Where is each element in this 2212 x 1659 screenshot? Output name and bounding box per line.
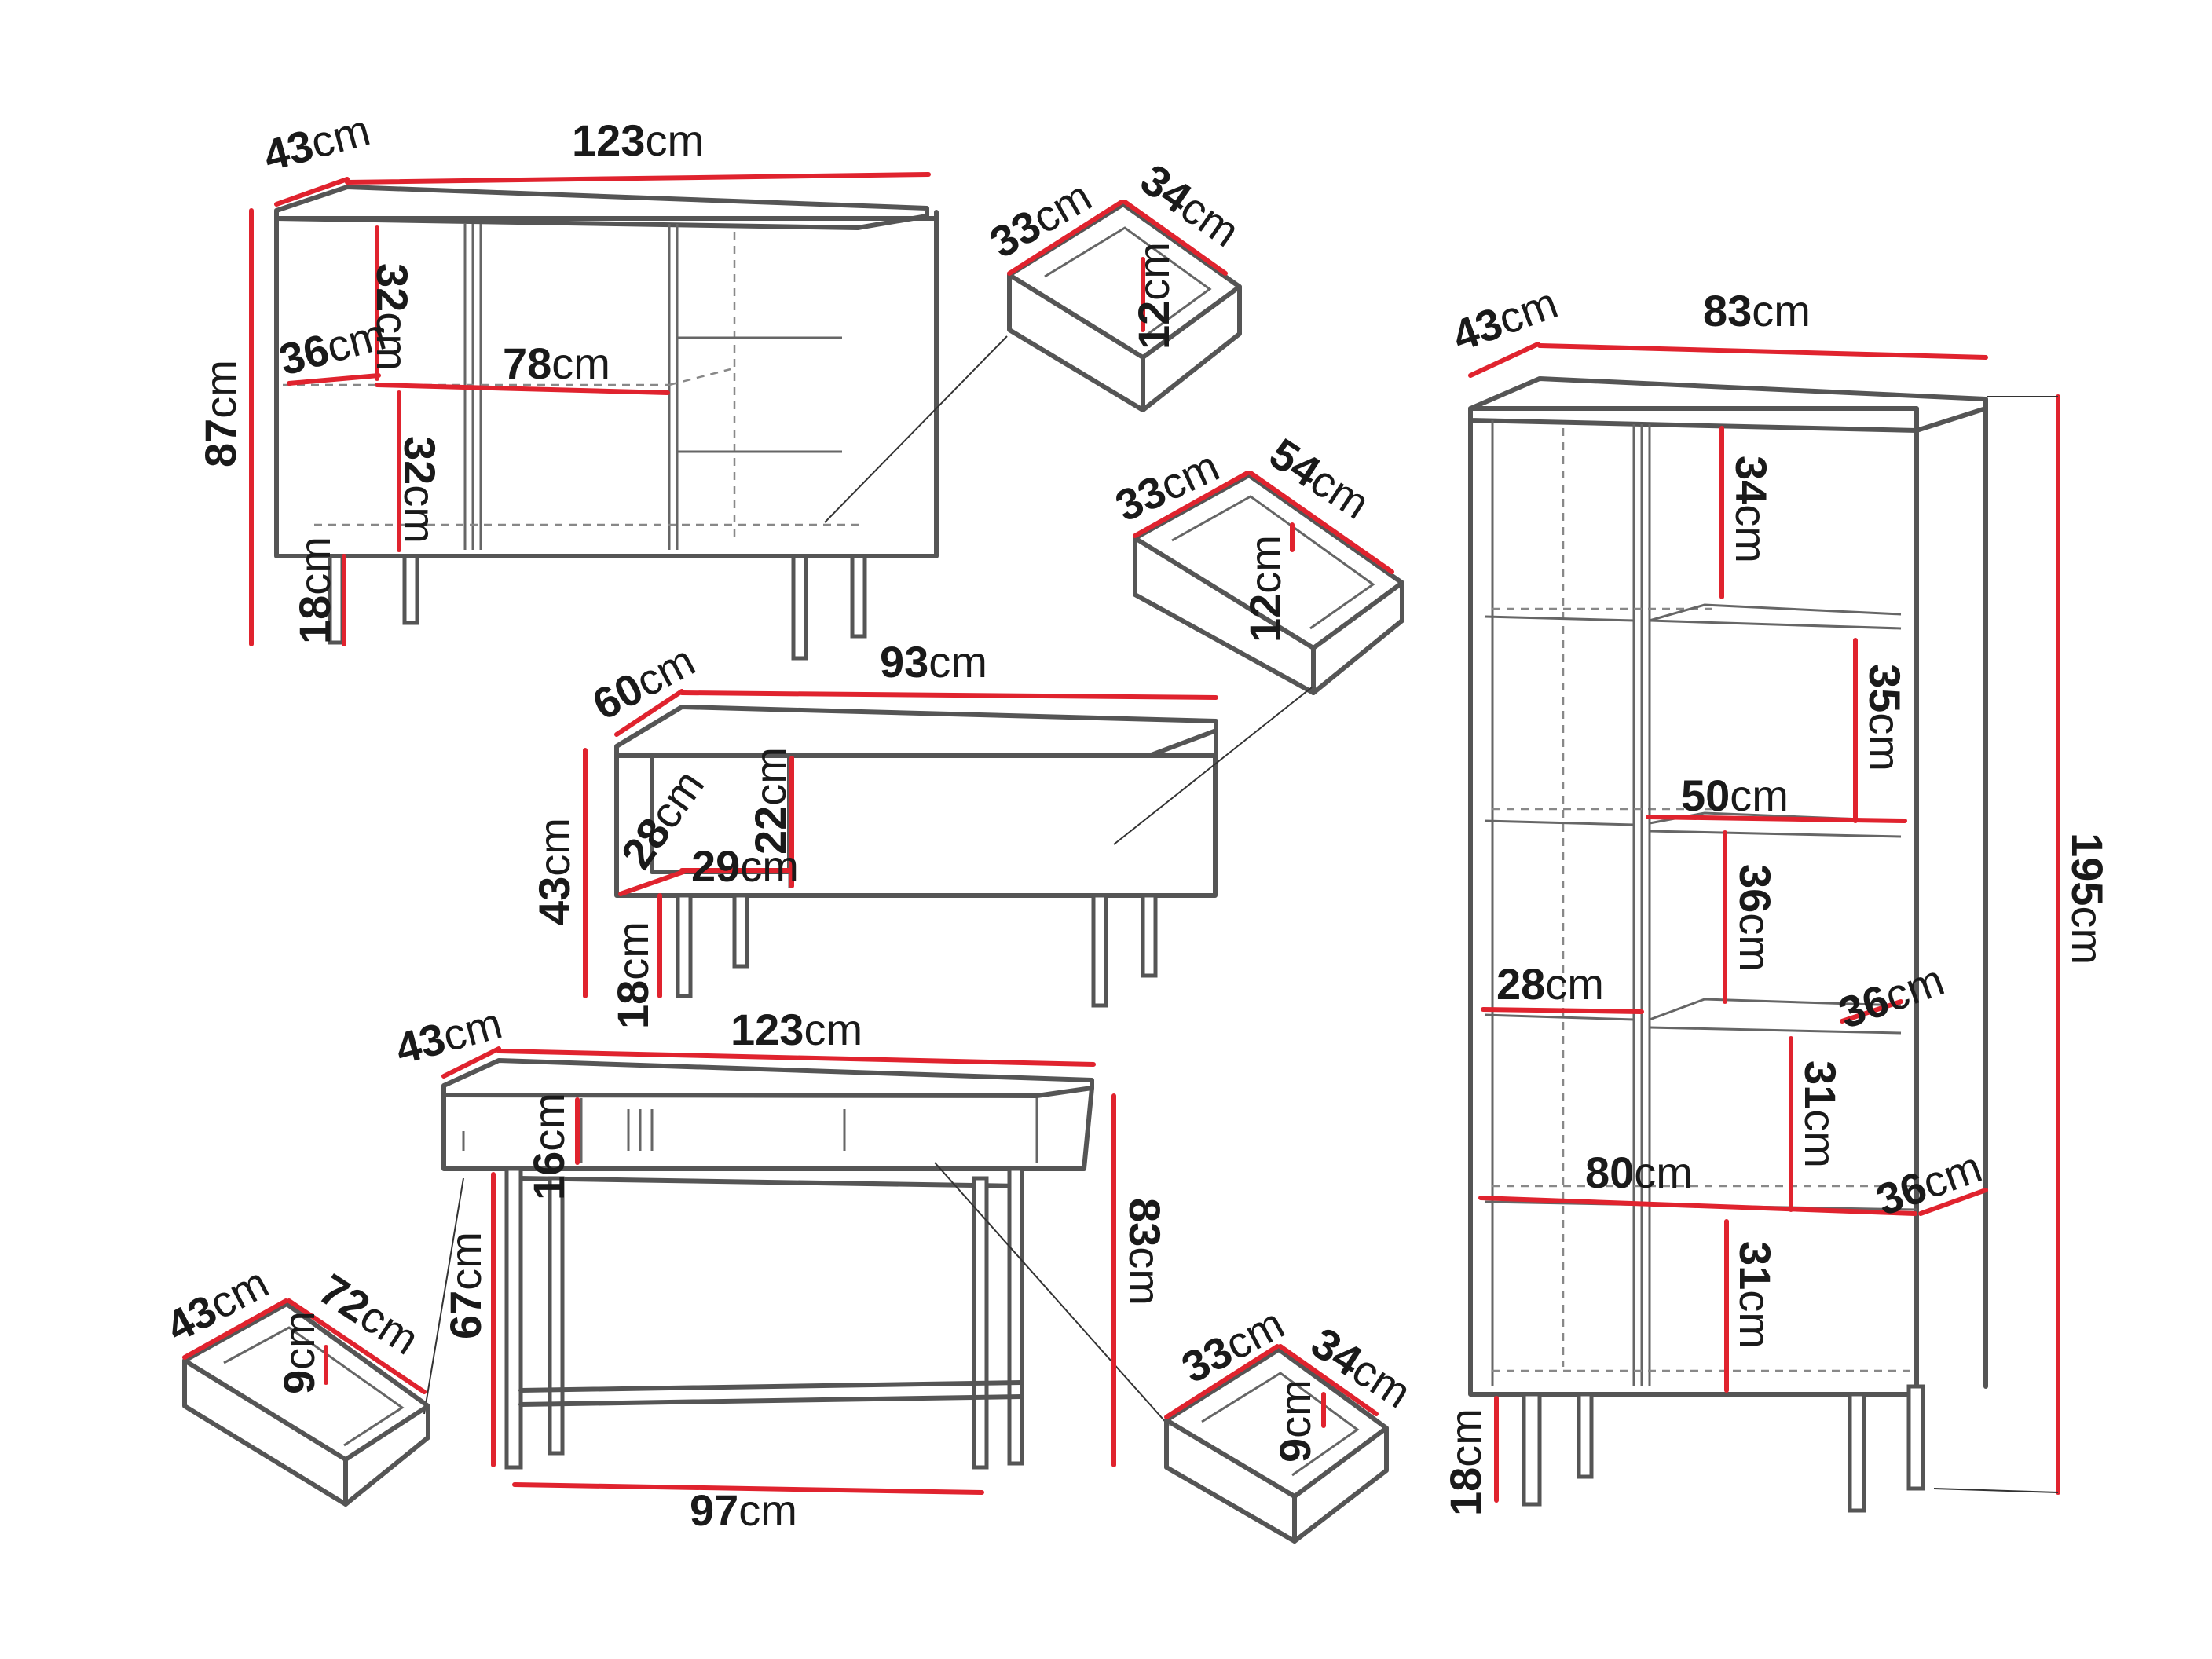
label-console-drawer-left-height: 9cm [274,1311,324,1394]
label-sideboard-upper: 32cm [368,263,417,371]
label-bookcase-compartment-height: 35cm [1860,664,1910,771]
sideboard-drawer-drawing [1007,202,1242,412]
label-bookcase-legs: 18cm [1441,1408,1490,1516]
label-bookcase-right-depth-upper: 36cm [1833,954,1950,1038]
label-sideboard-height: 87cm [196,360,245,467]
sideboard-drawer-dimension-lines [1007,200,1228,332]
label-console-base-width: 97cm [690,1485,797,1535]
label-sideboard-depth: 43cm [258,104,375,180]
label-sideboard-lower: 32cm [395,436,445,544]
label-bookcase-bottom-height: 31cm [1730,1241,1780,1349]
label-console-height: 83cm [1120,1198,1170,1306]
label-tv-drawer-height: 12cm [1240,535,1290,643]
console-drawer-left-dimension-lines [182,1298,427,1394]
console-drawing [423,1058,1170,1470]
sideboard-drawing [274,185,1008,661]
label-tv-inner-height: 22cm [745,747,795,855]
label-bookcase-bottom-width: 80cm [1585,1148,1693,1197]
label-bookcase-left-shelf: 28cm [1496,959,1604,1009]
tv-drawer-dimension-lines [1133,471,1394,574]
tv-drawer-drawing [1133,473,1404,695]
label-console-drawer-right-height: 9cm [1270,1379,1320,1463]
console-drawer-right-drawing [1164,1347,1389,1544]
label-sideboard-shelf-depth: 36cm [274,309,391,384]
label-bookcase-top-shelf: 34cm [1727,456,1776,563]
bookcase-dimension-lines [1468,342,2060,1503]
label-bookcase-width: 83cm [1703,286,1811,335]
console-drawer-right-dimension-lines [1164,1344,1379,1428]
label-sideboard-width: 123cm [572,115,704,165]
label-tv-width: 93cm [880,637,987,687]
label-sideboard-drawer-width: 34cm [1132,154,1248,256]
label-console-leg-height: 67cm [441,1232,490,1339]
label-tv-legs: 18cm [608,921,657,1029]
tv-unit-dimension-lines [583,689,1218,998]
label-bookcase-lower-right: 31cm [1796,1060,1845,1168]
label-console-width: 123cm [731,1005,862,1054]
label-sideboard-legs: 18cm [290,537,339,644]
label-bookcase-middle-shelf: 36cm [1730,864,1780,972]
label-sideboard-drawer-height: 12cm [1129,242,1178,350]
label-bookcase-compartment-width: 50cm [1681,771,1789,820]
label-console-drawer-height: 16cm [524,1093,573,1200]
console-dimension-lines [441,1046,1116,1495]
label-sideboard-shelf-width: 78cm [503,339,610,388]
label-tv-inner-width: 29cm [691,841,799,891]
console-drawer-left-drawing [182,1302,430,1507]
label-bookcase-height: 195cm [2063,833,2112,965]
label-tv-drawer-width: 54cm [1261,428,1378,528]
label-bookcase-depth: 43cm [1446,277,1564,361]
label-tv-height: 43cm [529,818,579,925]
sideboard-dimension-lines [249,172,931,646]
